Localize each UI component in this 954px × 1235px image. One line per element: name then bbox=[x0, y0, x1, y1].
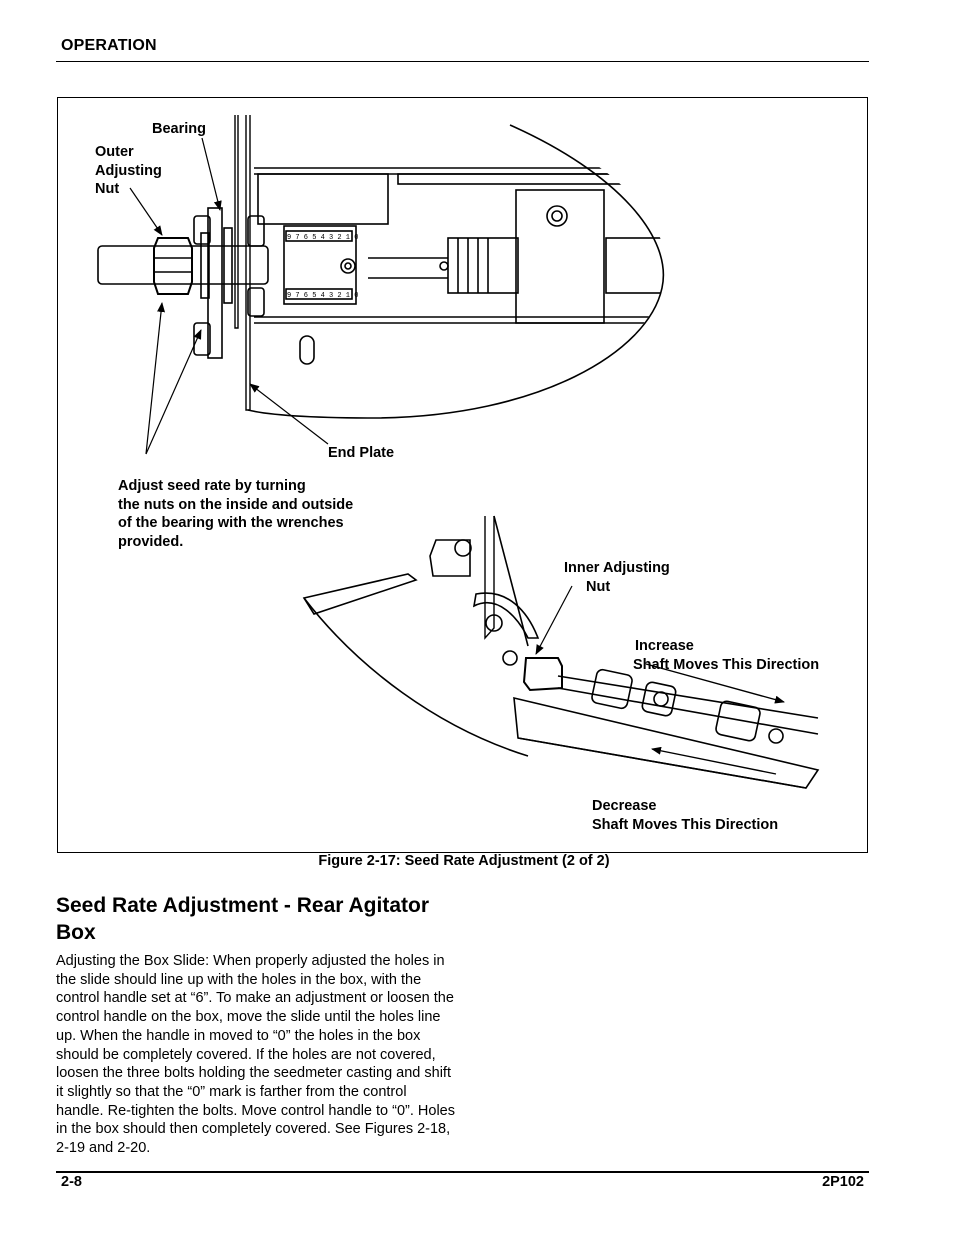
mounting-bracket bbox=[302, 573, 418, 615]
detail-callout-outline bbox=[247, 124, 665, 419]
section-body: Adjusting the Box Slide: When properly a… bbox=[56, 953, 455, 1157]
inner-adjusting-nut bbox=[522, 657, 563, 692]
label-decrease: Decrease Shaft Moves This Direction bbox=[592, 798, 779, 833]
lower-callout-outline bbox=[303, 597, 529, 757]
figure-frame: 9 7 6 5 4 3 2 1 0 9 7 6 5 4 3 2 1 0 Bear… bbox=[57, 97, 868, 853]
footer-rule bbox=[56, 1171, 869, 1173]
bearing-housing bbox=[254, 167, 666, 324]
lower-detail bbox=[302, 515, 820, 789]
section-heading: Seed Rate Adjustment - Rear Agitator Box bbox=[56, 894, 430, 944]
end-plate-slot bbox=[299, 335, 315, 365]
scale-block bbox=[283, 225, 357, 305]
agitator-shaft bbox=[557, 675, 819, 735]
decrease-arrow bbox=[651, 746, 777, 775]
document-code: 2P102 bbox=[822, 1174, 864, 1190]
header-rule bbox=[56, 61, 869, 62]
label-increase: Increase Shaft Moves This Direction bbox=[633, 638, 820, 673]
label-bearing: Bearing bbox=[152, 121, 206, 137]
scale-digits-bottom: 9 7 6 5 4 3 2 1 0 bbox=[287, 292, 358, 300]
agitator-trough bbox=[513, 696, 820, 789]
figure-caption: Figure 2-17: Seed Rate Adjustment (2 of … bbox=[318, 853, 610, 869]
label-inner-adjusting-nut: Inner Adjusting Nut bbox=[564, 560, 670, 595]
section-header: OPERATION bbox=[61, 37, 157, 54]
page-number: 2-8 bbox=[61, 1174, 82, 1190]
label-outer-adjusting-nut: Outer Adjusting Nut bbox=[95, 144, 162, 197]
scale-digits-top: 9 7 6 5 4 3 2 1 0 bbox=[287, 234, 358, 242]
shaft bbox=[97, 245, 269, 285]
label-end-plate: End Plate bbox=[328, 445, 395, 461]
label-adjust-instruction: Adjust seed rate by turning the nuts on … bbox=[118, 478, 354, 550]
end-plate bbox=[234, 115, 251, 411]
increase-arrow bbox=[645, 663, 785, 704]
outer-adjusting-nut bbox=[153, 237, 193, 295]
seed-rate-adjustment-drawing: 9 7 6 5 4 3 2 1 0 9 7 6 5 4 3 2 1 0 bbox=[97, 115, 820, 789]
upper-detail bbox=[97, 115, 666, 455]
